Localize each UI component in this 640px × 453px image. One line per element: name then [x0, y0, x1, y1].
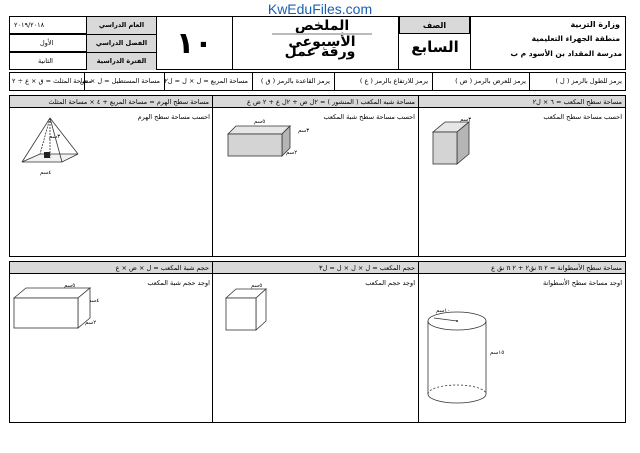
cube-surface-formula: مساحة سطح المكعب = ٦ × ل٢ [532, 98, 622, 106]
cuboid-volume-figure [12, 287, 92, 329]
title-line2: ورقة عمل [284, 44, 356, 60]
year-value: ٢٠١٩/٢٠١٨ [14, 21, 45, 29]
symbol-square-area: مساحة المربع = ل × ل = ل٢ [164, 77, 248, 85]
grade-label: الصف [422, 21, 447, 30]
title-line1-shadow [272, 33, 372, 35]
section2-header [10, 262, 625, 274]
cylinder-surface-task: اوجد مساحة سطح الأسطوانة [542, 279, 622, 287]
info-row-period: الثانية الفترة الدراسية [9, 52, 157, 70]
title-line1: الملخص الأسبوعي [288, 18, 356, 50]
grade-value: السابع [411, 38, 459, 56]
info-row-year: ٢٠١٩/٢٠١٨ العام الدراسي [9, 16, 157, 34]
period-value: الثانية [38, 57, 53, 65]
symbols-sep [164, 72, 165, 91]
cube-surface-dim: ٣سم [460, 117, 472, 123]
ministry-line3: مدرسة المقداد بن الأسود م ب [510, 49, 622, 58]
cylinder-dim-height: ١٥سم [490, 350, 505, 356]
site-header: KwEduFiles.com [267, 1, 373, 17]
grade-label-box: الصف [399, 16, 470, 34]
symbols-row [9, 72, 626, 91]
section2 [9, 261, 626, 423]
section1-sep-a [418, 95, 419, 257]
symbol-width: يرمز للعرض بالرمز ( ض ) [455, 77, 526, 85]
cylinder-surface-formula: مساحة سطح الأسطوانة = ٢ π نق٢ + ٢ π نق ع [491, 264, 622, 272]
symbols-sep [84, 72, 85, 91]
grade-divider [470, 16, 471, 70]
cuboid-volume-dim-height: ٢سم [85, 320, 97, 326]
symbols-sep [529, 72, 530, 91]
period-label: الفترة الدراسية [86, 53, 156, 70]
week-divider [232, 16, 233, 70]
cube-volume-dim: ٥سم [251, 283, 263, 289]
week-number: ١٠ [176, 26, 213, 61]
semester-value: الأول [40, 39, 54, 47]
cube-volume-formula: حجم المكعب = ل × ل × ل = ل٣ [319, 264, 415, 272]
cuboid-dim-height: ٢سم [286, 150, 298, 156]
info-row-semester: الأول الفصل الدراسي [9, 34, 157, 52]
symbol-height: يرمز للارتفاع بالرمز ( ع ) [359, 77, 428, 85]
section2-sep-a [418, 261, 419, 423]
cuboid-surface-task: احسب مساحة سطح شبة المكعب [323, 113, 415, 121]
cuboid-surface-figure [227, 125, 291, 157]
cube-volume-figure [224, 288, 268, 331]
pyramid-figure [21, 117, 79, 163]
ministry-line2: منطقة الجهراء التعليمية [531, 34, 620, 43]
section2-sep-b [212, 261, 213, 423]
pyramid-surface-task: احسب مساحة سطح الهرم [137, 113, 210, 121]
cuboid-dim-width: ٣سم [298, 128, 310, 134]
symbols-sep [334, 72, 335, 91]
cube-volume-task: اوجد حجم المكعب [365, 279, 415, 287]
symbol-rect-area: مساحة المستطيل = ل × ض [79, 77, 160, 85]
info-table: ٢٠١٩/٢٠١٨ العام الدراسي الأول الفصل الدر… [9, 16, 157, 70]
cuboid-volume-formula: حجم شبة المكعب = ل × ض × ع [115, 264, 209, 272]
section1 [9, 95, 626, 257]
symbols-sep [432, 72, 433, 91]
pyramid-dim-height: ٣سم [49, 134, 61, 140]
section1-header [10, 96, 625, 108]
symbol-base: يرمز القاعدة بالرمز ( ق ) [260, 77, 330, 85]
cylinder-figure [427, 311, 487, 404]
cuboid-volume-dim-width: ٤سم [88, 298, 100, 304]
symbol-triangle-area: مساحة المثلث = ق × ع ÷ ٢ [12, 77, 93, 85]
cuboid-surface-formula: مساحة شبه المكعب ( المنشور ) = ٢ل ض + ٢ل… [247, 98, 415, 106]
semester-label: الفصل الدراسي [86, 35, 156, 52]
cylinder-dim-radius: ١٠سم [436, 308, 451, 314]
section1-sep-b [212, 95, 213, 257]
pyramid-dim-base: ٤سم [40, 170, 52, 176]
cube-surface-task: احسب مساحة سطح المكعب [543, 113, 622, 121]
cuboid-volume-task: اوجد حجم شبة المكعب [147, 279, 210, 287]
pyramid-surface-formula: مساحة سطح الهرم = مساحة المربع + ٤ × مسا… [48, 98, 209, 106]
symbols-sep [252, 72, 253, 91]
symbol-length: يرمز للطول بالرمز ( ل ) [555, 77, 622, 85]
ministry-line1: وزارة التربية [570, 20, 620, 29]
year-label: العام الدراسي [86, 17, 156, 34]
cuboid-dim-length: ٥سم [254, 119, 266, 125]
cuboid-volume-dim-length: ٥سم [64, 283, 76, 289]
title-divider [398, 16, 399, 70]
cube-surface-figure [431, 121, 471, 165]
